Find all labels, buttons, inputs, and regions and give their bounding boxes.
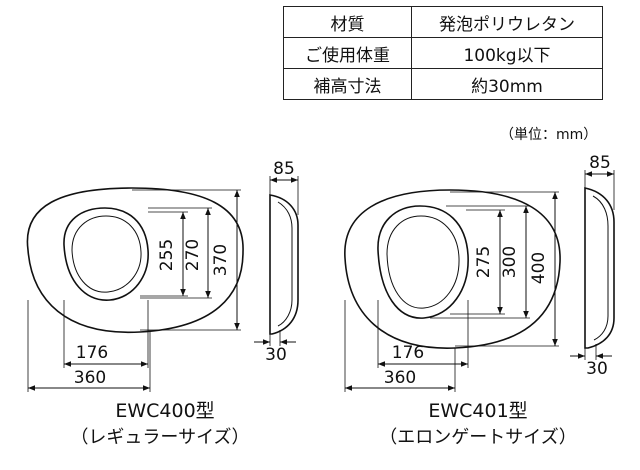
spec-table: 材質 発泡ポリウレタン ご使用体重 100kg以下 補高寸法 約30mm <box>283 6 603 100</box>
ewc401-model-name: EWC401型 <box>428 400 527 422</box>
ewc400-model-subtitle: （レギュラーサイズ） <box>70 427 249 448</box>
ewc401-seat-opening <box>377 205 469 319</box>
ewc400-model-name: EWC400型 <box>115 400 214 422</box>
ewc400-seat-opening <box>63 207 149 301</box>
ewc401-drawing: 275 300 400 176 360 85 30 EWC401型 （エロンゲー… <box>344 153 615 448</box>
ewc400-dim-360: 360 <box>74 368 106 388</box>
ewc400-dim-85: 85 <box>273 159 295 179</box>
ewc401-dim-275: 275 <box>474 246 494 278</box>
ewc400-dim-30: 30 <box>265 345 287 365</box>
spec-value: 100kg以下 <box>411 37 603 69</box>
ewc400-drawing: 255 270 370 176 360 85 30 EWC400型 （レギュラー… <box>26 159 299 448</box>
ewc401-dim-300: 300 <box>500 246 520 278</box>
ewc400-dim-370: 370 <box>211 244 231 276</box>
ewc400-dim-255: 255 <box>157 239 177 271</box>
ewc401-side-profile <box>584 187 615 349</box>
ewc400-dim-176: 176 <box>76 343 108 363</box>
unit-note: （単位：mm） <box>500 127 598 143</box>
ewc401-dim-30: 30 <box>586 359 608 379</box>
spec-value: 発泡ポリウレタン <box>411 6 603 38</box>
spec-label: 材質 <box>283 6 412 38</box>
spec-row-material: 材質 発泡ポリウレタン <box>283 6 603 38</box>
spec-row-weight: ご使用体重 100kg以下 <box>283 37 603 69</box>
ewc401-dim-360: 360 <box>384 368 416 388</box>
spec-row-height: 補高寸法 約30mm <box>283 68 603 100</box>
spec-value: 約30mm <box>411 68 603 100</box>
ewc401-dim-176: 176 <box>392 343 424 363</box>
ewc400-side-profile <box>269 194 299 335</box>
ewc401-model-subtitle: （エロンゲートサイズ） <box>379 427 576 448</box>
ewc400-dim-270: 270 <box>183 239 203 271</box>
ewc401-dim-85: 85 <box>589 153 611 173</box>
ewc401-dim-400: 400 <box>529 252 549 284</box>
